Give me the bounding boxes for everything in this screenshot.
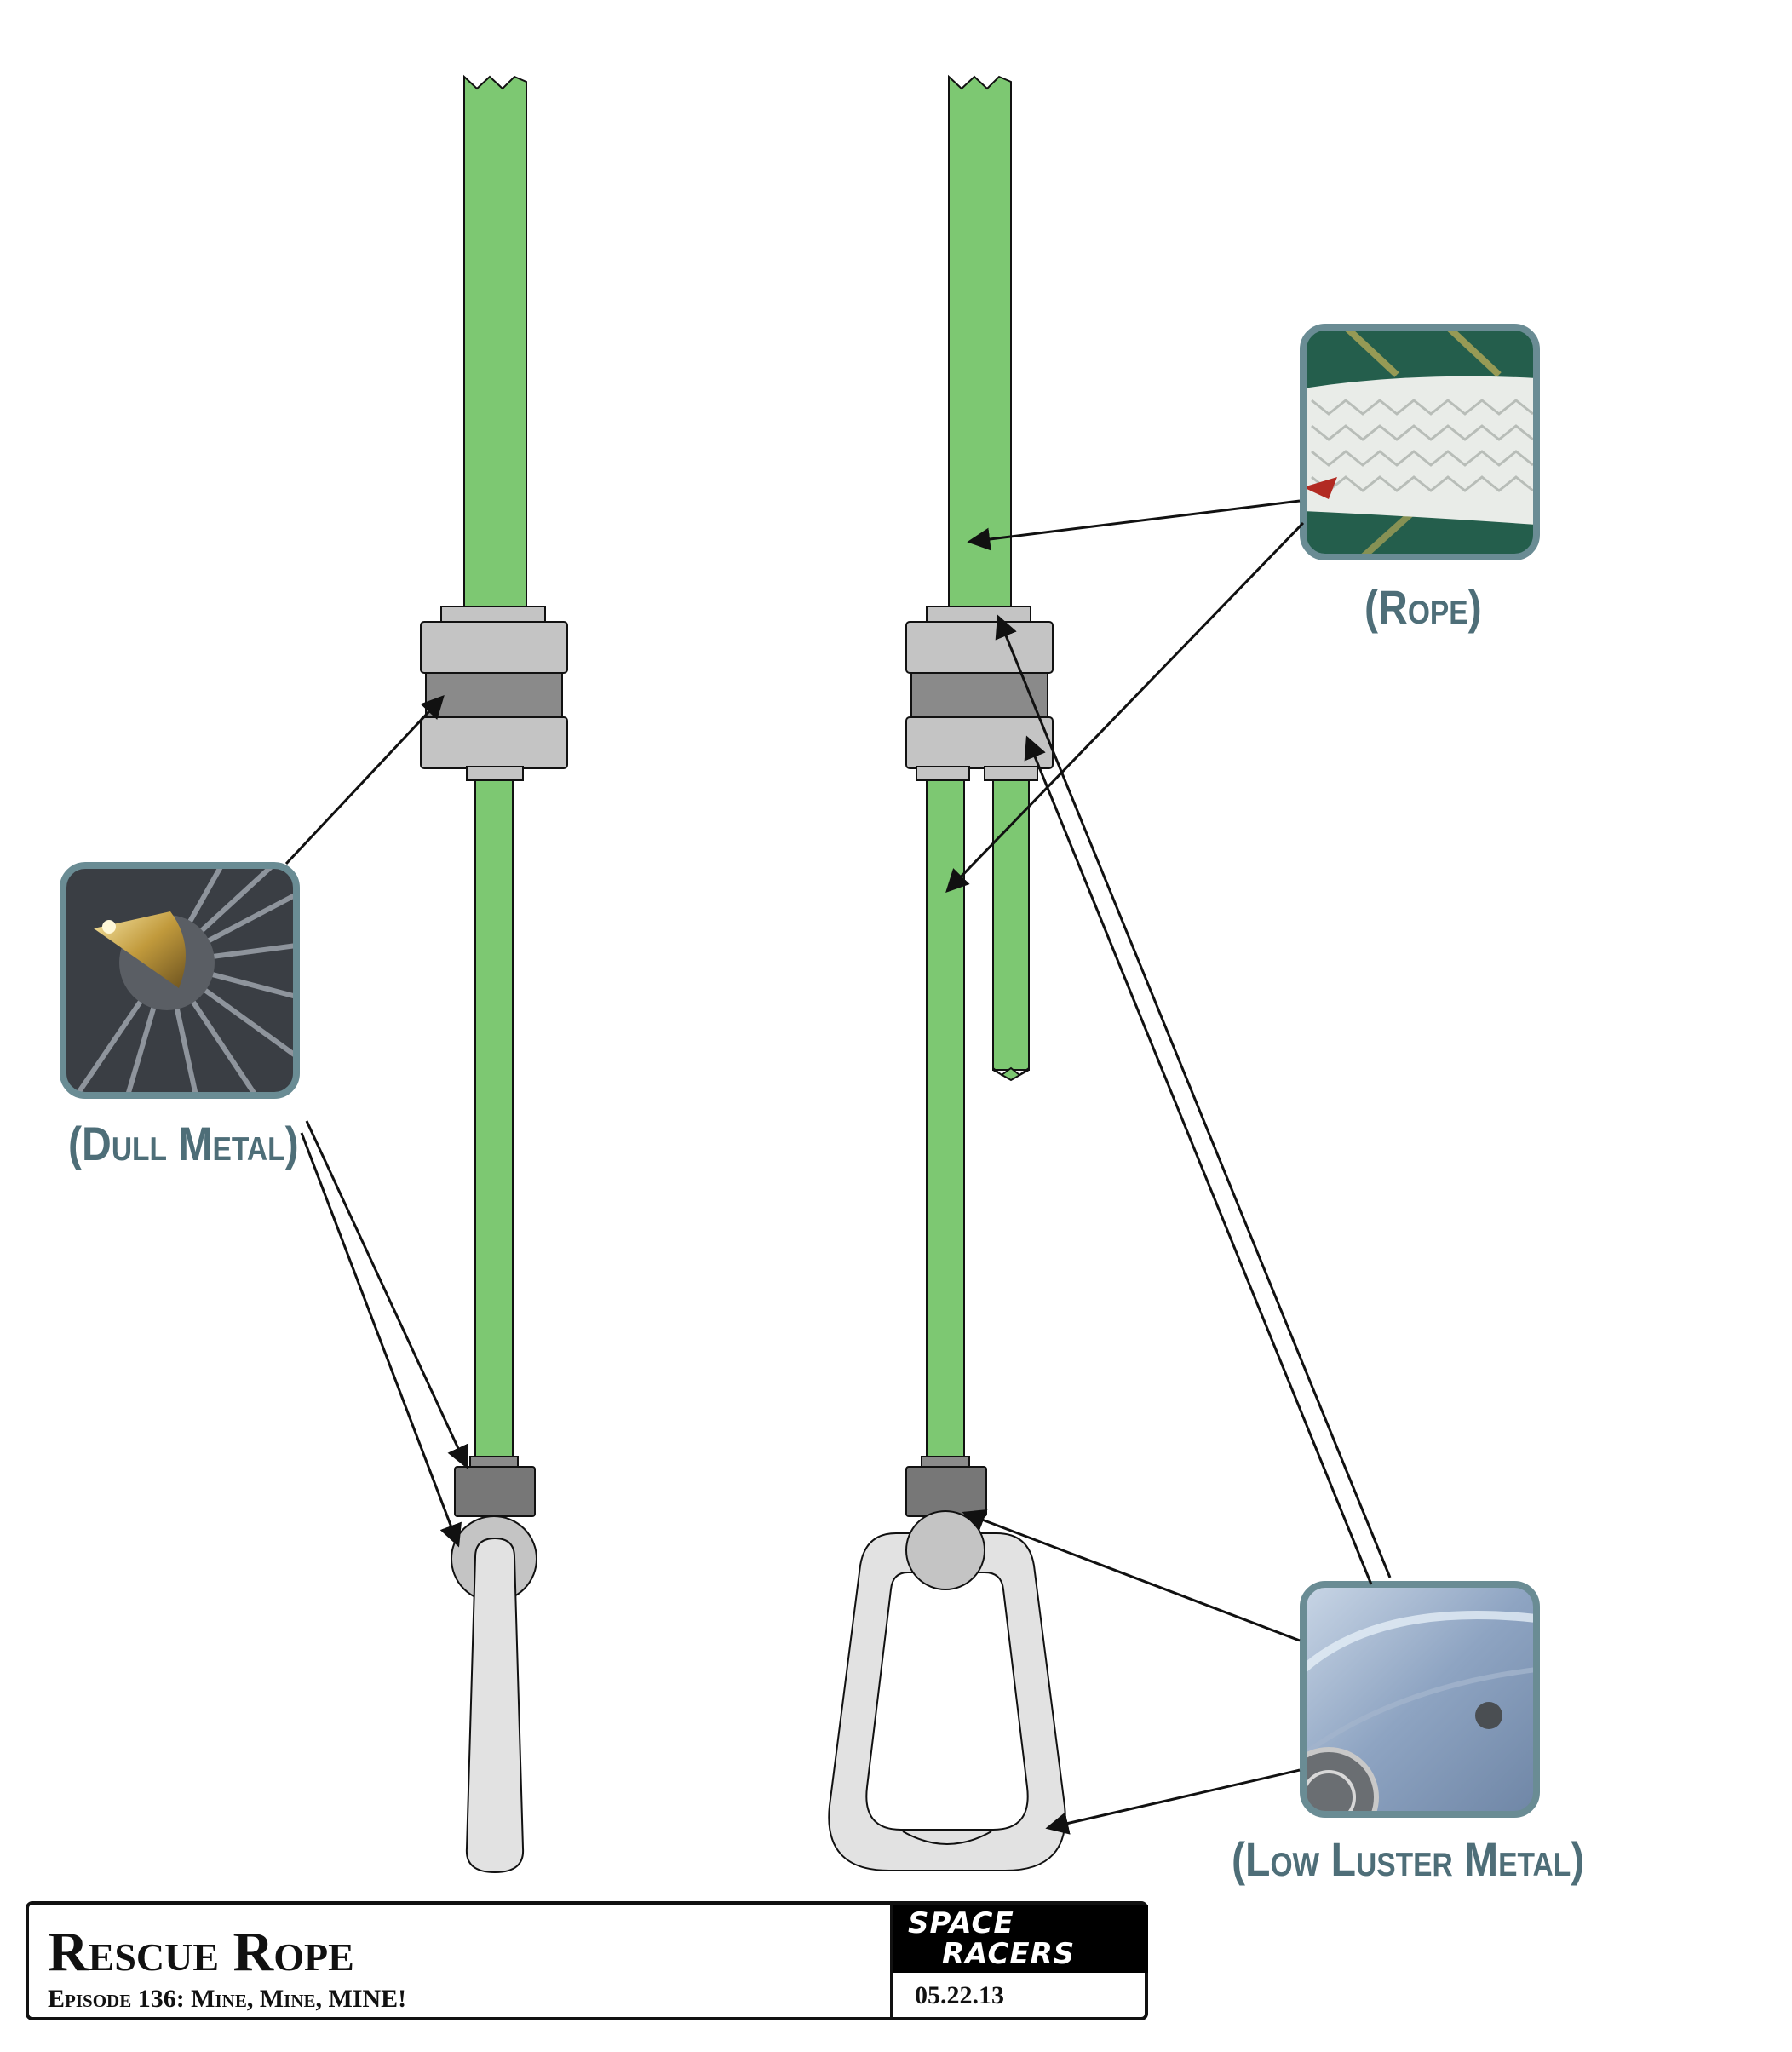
arrow-dull-to-crimp [305, 1120, 469, 1469]
handle-grip-front [902, 1831, 992, 1845]
crimp-side [454, 1466, 536, 1517]
drawing-date: 05.22.13 [915, 1981, 1004, 2009]
space-racers-logo: SPACE RACERS [893, 1905, 1148, 1973]
handle-triangle-front [828, 1532, 1066, 1871]
arrow-rope-to-upper-rope [967, 499, 1301, 551]
low-luster-metal-swatch [1300, 1581, 1540, 1818]
side-view-assembly [420, 74, 568, 1874]
dull-metal-swatch-label: (Dull Metal) [68, 1117, 299, 1170]
rope-swatch-label: (Rope) [1364, 580, 1482, 634]
collar-cap-left-front [916, 766, 970, 781]
collar-dark-band [425, 672, 563, 718]
arrow-luster-to-swivel [962, 1509, 1301, 1642]
collar-upper-band-front [905, 621, 1054, 674]
handle-side [465, 1537, 525, 1874]
collar-lower-band [420, 716, 568, 769]
collar-upper-band [420, 621, 568, 674]
episode-subtitle: Episode 136: Mine, Mine, MINE! [48, 1985, 407, 2013]
callout-arrows [284, 499, 1392, 1835]
lower-rope-side [474, 779, 514, 1463]
arrow-dull-to-swivel [300, 1132, 462, 1548]
upper-rope-side [463, 74, 527, 610]
title-block: Rescue Rope Episode 136: Mine, Mine, MIN… [26, 1901, 1148, 2020]
lower-rope-front [926, 779, 965, 1463]
front-view-assembly [828, 74, 1066, 1871]
low-luster-metal-swatch-label: (Low Luster Metal) [1232, 1832, 1585, 1886]
drawing-title: Rescue Rope [48, 1921, 354, 1983]
arrow-luster-to-handle [1045, 1768, 1301, 1835]
arrow-rope-to-lower-rope [945, 521, 1305, 893]
logo-line-1: SPACE [908, 1906, 1014, 1940]
dull-metal-swatch [60, 862, 300, 1099]
swivel-ball-front [905, 1510, 985, 1590]
logo-line-2: RACERS [942, 1937, 1076, 1971]
arrow-luster-to-collar-top [995, 614, 1392, 1578]
arrow-dull-to-collar [284, 695, 445, 865]
arrow-luster-to-collar-bottom [1024, 735, 1373, 1585]
rope-swatch [1300, 324, 1540, 560]
hanging-rope-frayed-end [992, 1066, 1030, 1082]
crimp-front [905, 1466, 987, 1517]
collar-cap-right-front [984, 766, 1038, 781]
collar-lower-band-front [905, 716, 1054, 769]
collar-bottom-cap [466, 766, 524, 781]
upper-rope-front [948, 74, 1012, 610]
collar-dark-band-front [910, 672, 1048, 718]
title-block-main: Rescue Rope Episode 136: Mine, Mine, MIN… [29, 1905, 893, 2017]
